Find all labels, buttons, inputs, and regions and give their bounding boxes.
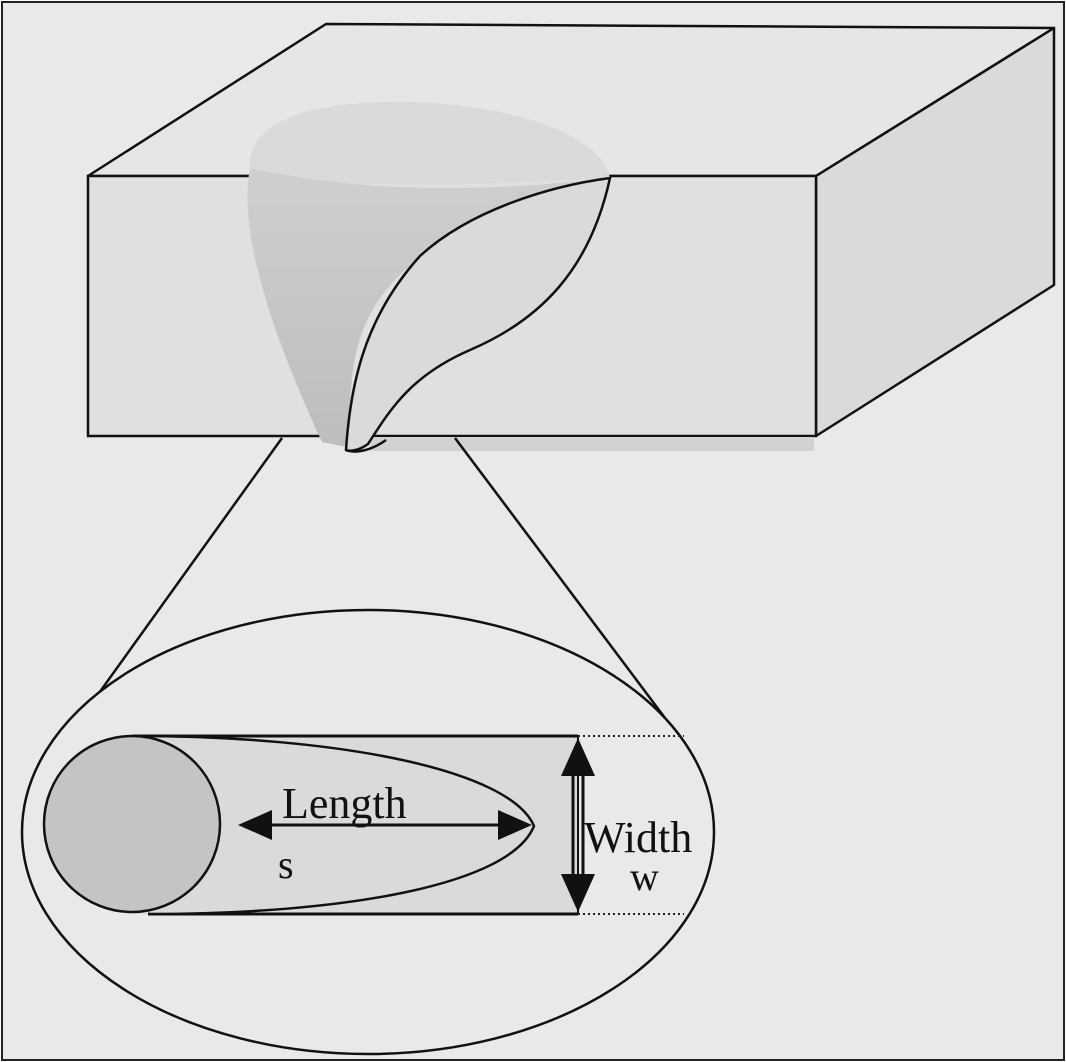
width-symbol: w [630,854,659,899]
width-arrowhead-top [561,738,595,776]
weld-pool [247,101,612,453]
zoom-line-left [92,437,284,701]
length-symbol: s [278,842,294,887]
block-shadow [370,437,814,451]
weld-pool-top [249,101,610,185]
laser-spot [42,734,222,914]
keyhole-profile [247,168,610,448]
length-arrowhead-right [498,810,532,840]
length-arrowhead-left [238,810,272,840]
keyhole-tip [345,438,387,453]
width-label: Width [584,813,692,862]
zoom-line-right [454,437,666,719]
length-arrow [238,810,532,840]
width-arrowhead-bottom [561,874,595,912]
pool-cross-section [344,176,612,452]
length-label: Length [282,779,407,828]
width-arrow [561,738,595,912]
